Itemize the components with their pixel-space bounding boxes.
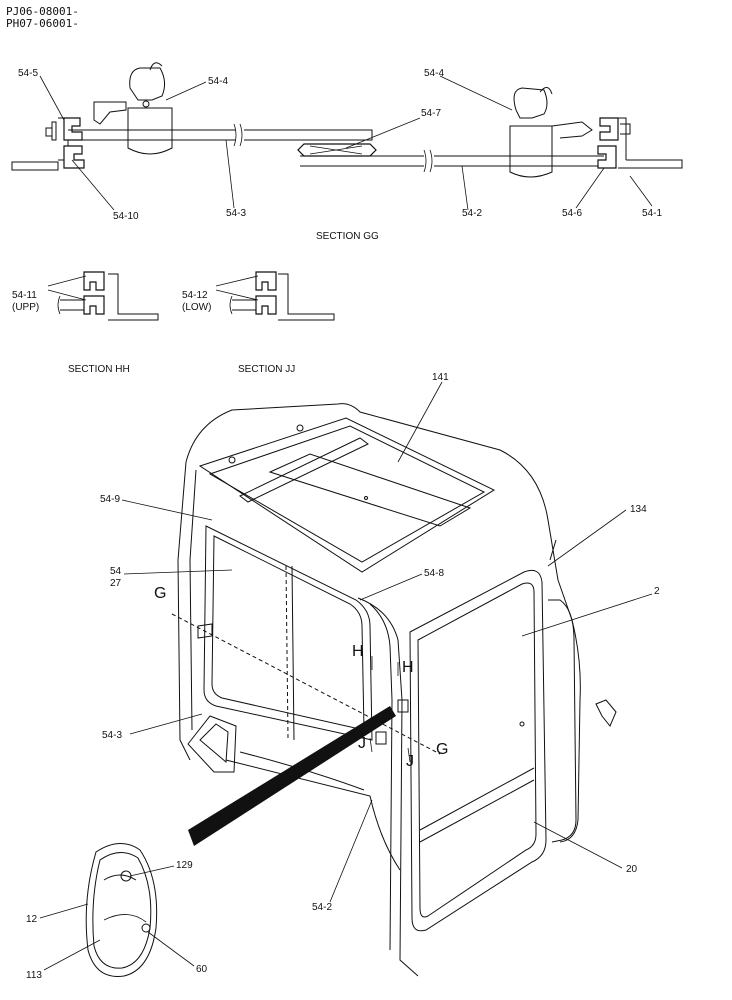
section-gg-title: SECTION GG bbox=[316, 231, 379, 242]
section-jj-drawing bbox=[215, 271, 335, 321]
callout-54-4-right: 54-4 bbox=[424, 68, 444, 79]
section-hh-title: SECTION HH bbox=[68, 364, 130, 375]
callout-27: 27 bbox=[110, 578, 122, 589]
cab-leaders bbox=[39, 381, 653, 971]
callout-54-12: 54-12 bbox=[182, 290, 208, 301]
callout-54-2-cab: 54-2 bbox=[312, 902, 332, 913]
callout-54-7: 54-7 bbox=[421, 108, 441, 119]
callout-113: 113 bbox=[26, 970, 42, 981]
callout-54-3-section: 54-3 bbox=[226, 208, 246, 219]
serial-range-1: PJ06-08001- bbox=[6, 5, 79, 18]
mirror-assembly-drawing bbox=[85, 843, 158, 977]
callout-54-2-section: 54-2 bbox=[462, 208, 482, 219]
callout-20: 20 bbox=[626, 864, 638, 875]
cut-mark-g-right: G bbox=[436, 741, 448, 758]
callout-low: (LOW) bbox=[182, 302, 211, 313]
cab-assembly-drawing bbox=[171, 403, 617, 977]
callout-54-6: 54-6 bbox=[562, 208, 582, 219]
cut-mark-j-right: J bbox=[406, 753, 414, 770]
callout-60: 60 bbox=[196, 964, 208, 975]
callout-54-11: 54-11 bbox=[12, 290, 37, 301]
callout-54-5: 54-5 bbox=[18, 68, 38, 79]
callout-12: 12 bbox=[26, 914, 38, 925]
cut-mark-g-left: G bbox=[154, 585, 166, 602]
cut-mark-j-left: J bbox=[358, 735, 366, 752]
callout-54-4-left: 54-4 bbox=[208, 76, 228, 87]
cut-mark-h-left: H bbox=[352, 643, 364, 660]
section-hh-drawing bbox=[47, 271, 159, 321]
callout-54-1: 54-1 bbox=[642, 208, 662, 219]
callout-54-10: 54-10 bbox=[113, 211, 139, 222]
callout-2: 2 bbox=[654, 586, 660, 597]
section-jj-title: SECTION JJ bbox=[238, 364, 295, 375]
callout-134: 134 bbox=[630, 504, 647, 515]
callout-54-9: 54-9 bbox=[100, 494, 120, 505]
callout-54-8: 54-8 bbox=[424, 568, 444, 579]
callout-54-3-cab: 54-3 bbox=[102, 730, 122, 741]
serial-range-2: PH07-06001- bbox=[6, 17, 79, 30]
callout-141: 141 bbox=[432, 372, 449, 383]
cut-mark-h-right: H bbox=[402, 659, 414, 676]
section-gg-drawing bbox=[11, 62, 683, 178]
callout-upp: (UPP) bbox=[12, 302, 39, 313]
callout-54: 54 bbox=[110, 566, 122, 577]
section-gg-leaders bbox=[39, 75, 653, 211]
callout-129: 129 bbox=[176, 860, 193, 871]
